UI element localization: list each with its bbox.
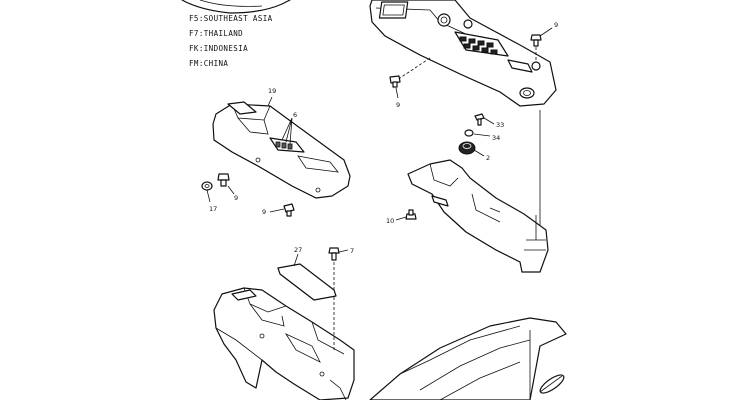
region-note-f5: F5:SOUTHEAST ASIA <box>189 14 273 23</box>
screw-10: 10 <box>386 209 417 225</box>
callout-9-middle-bottom: 9 <box>262 208 266 216</box>
washer-34: 34 <box>464 129 500 142</box>
callout-9-upper-left: 9 <box>396 101 400 109</box>
region-note-f7: F7:THAILAND <box>189 29 243 38</box>
screw-33: 33 <box>474 113 504 129</box>
right-mounting-bracket <box>407 159 549 273</box>
upper-control-console <box>369 0 557 230</box>
middle-console-cover: 19 6 <box>212 87 351 199</box>
top-left-partial-part <box>181 0 291 14</box>
callout-6: 6 <box>293 111 297 119</box>
screw-9-middle-left: 9 <box>217 173 238 202</box>
callout-34: 34 <box>492 134 500 142</box>
callout-9-upper-right: 9 <box>554 21 558 29</box>
lower-console-frame <box>213 262 355 400</box>
screw-9-upper-left: 9 <box>389 75 401 109</box>
callout-7: 7 <box>350 247 354 255</box>
screw-7: 7 <box>328 247 354 261</box>
region-notes: F5:SOUTHEAST ASIA F7:THAILAND FK:INDONES… <box>189 14 273 68</box>
lower-right-cover <box>369 317 567 400</box>
callout-19: 19 <box>268 87 276 95</box>
callout-33: 33 <box>496 121 504 129</box>
region-note-fk: FK:INDONESIA <box>189 44 248 53</box>
callout-10: 10 <box>386 217 394 225</box>
callout-2: 2 <box>486 154 490 162</box>
callout-27: 27 <box>294 246 302 254</box>
grommet-2: 2 <box>458 141 490 162</box>
screw-9-upper-right: 9 <box>530 21 558 47</box>
nut-17: 17 <box>201 181 217 213</box>
callout-17: 17 <box>209 205 217 213</box>
plate-27: 27 <box>277 246 337 301</box>
region-note-fm: FM:CHINA <box>189 59 228 68</box>
callout-9-middle-left: 9 <box>234 194 238 202</box>
switch-row <box>459 36 498 55</box>
screw-9-middle-bottom: 9 <box>262 203 295 217</box>
